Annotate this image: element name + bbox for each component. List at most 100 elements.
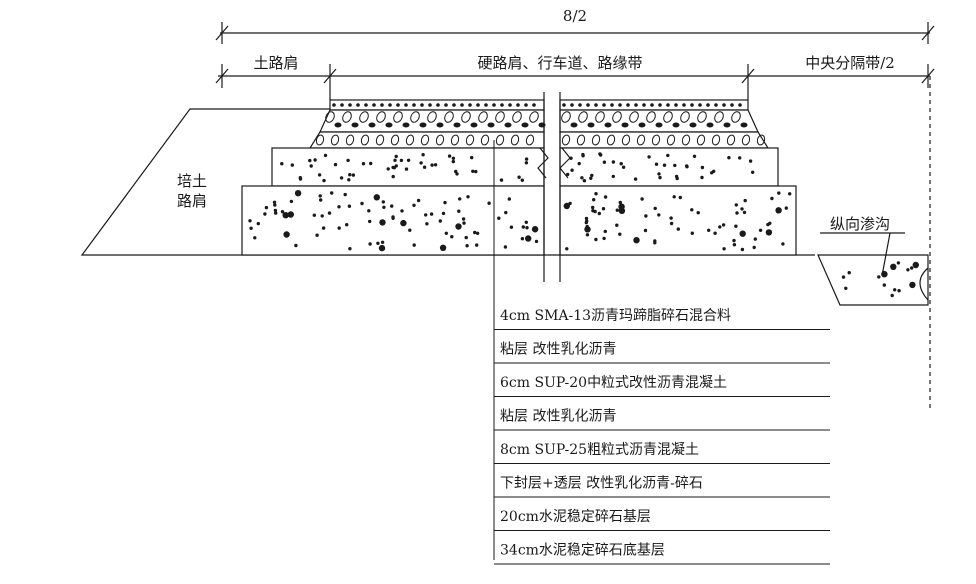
texture-dot [742,210,747,215]
texture-dot [348,247,352,251]
texture-dot [766,222,770,227]
texture-dot [272,200,277,204]
texture-dot [847,271,851,275]
texture-dot [566,172,570,177]
layer-callout-label: 4cm SMA-13沥青玛蹄脂碎石混合料 [500,307,731,324]
texture-oval [390,134,400,146]
texture-dot [420,103,424,107]
texture-dot [280,162,284,166]
texture-dot [654,162,659,166]
texture-dot [380,103,384,107]
texture-dot [347,178,351,182]
texture-dot [249,226,253,230]
texture-dot [404,167,409,171]
texture-dot [669,216,673,220]
texture-dot [318,194,322,198]
texture-oval [375,134,385,146]
texture-dot [380,240,385,244]
texture-dot [509,225,514,229]
texture-dot [743,198,747,203]
texture-dot [507,197,511,201]
texture-dot [678,195,682,200]
texture-dot [525,235,532,242]
texture-blob [604,122,612,128]
texture-blob [570,122,578,128]
texture-dot [770,196,774,201]
texture-dot [611,174,615,179]
texture-dot [658,175,662,180]
texture-dot [758,228,763,232]
texture-blob [655,122,663,128]
texture-dot [347,204,352,208]
texture-dot [455,223,462,230]
texture-dot [890,293,894,298]
texture-dot [896,261,901,265]
texture-dot [676,227,680,231]
texture-dot [400,209,404,213]
texture-dot [732,238,736,243]
texture-dot [634,103,638,107]
texture-oval [410,111,420,123]
texture-dot [603,229,607,234]
texture-dot [618,200,622,205]
texture-dot [533,228,537,233]
texture-dot [289,199,294,204]
texture-dot [734,203,738,207]
texture-dot [457,209,461,213]
texture-dot [615,208,619,212]
texture-oval [525,134,535,146]
texture-dot [666,153,670,158]
texture-dot [739,230,746,237]
texture-dot [738,156,742,160]
texture-dot [381,200,385,204]
texture-dot [735,211,739,215]
texture-dot [327,211,332,215]
texture-oval [345,134,355,146]
texture-oval [480,134,490,146]
texture-dot [428,103,432,107]
subbase-texture [248,190,792,252]
texture-blob [470,122,478,128]
texture-oval [591,134,601,146]
texture-dot [662,163,667,167]
texture-dot [666,103,670,107]
texture-dot [642,103,646,107]
texture-dot [248,219,252,223]
texture-dot [333,162,338,167]
texture-dot [525,226,529,230]
texture-oval [495,111,505,123]
texture-dot [294,243,298,248]
texture-dot [487,201,491,205]
base-texture [280,152,755,183]
texture-dot [273,203,277,207]
texture-dot [466,195,470,199]
texture-dot [718,225,722,229]
texture-dot [591,205,595,210]
texture-dot [441,211,446,216]
texture-dot [727,156,731,160]
texture-dot [444,103,448,107]
texture-dot [897,289,901,293]
median-half-label: 中央分隔带/2 [805,54,895,72]
texture-blob [521,122,529,128]
texture-dot [364,103,368,107]
texture-dot [707,228,711,232]
texture-dot [841,275,846,279]
texture-dot [476,103,480,107]
texture-dot [594,237,598,242]
texture-dot [412,203,416,207]
texture-dot [594,103,598,107]
texture-dot [322,178,326,183]
texture-dot [732,243,737,247]
texture-oval [435,134,445,146]
texture-dot [570,168,574,172]
texture-dot [598,152,602,156]
texture-dot [753,237,757,241]
texture-dot [462,221,466,225]
texture-dot [312,213,316,217]
texture-dot [581,154,585,158]
texture-dot [578,103,582,107]
texture-dot [524,103,528,107]
texture-oval [478,111,488,123]
